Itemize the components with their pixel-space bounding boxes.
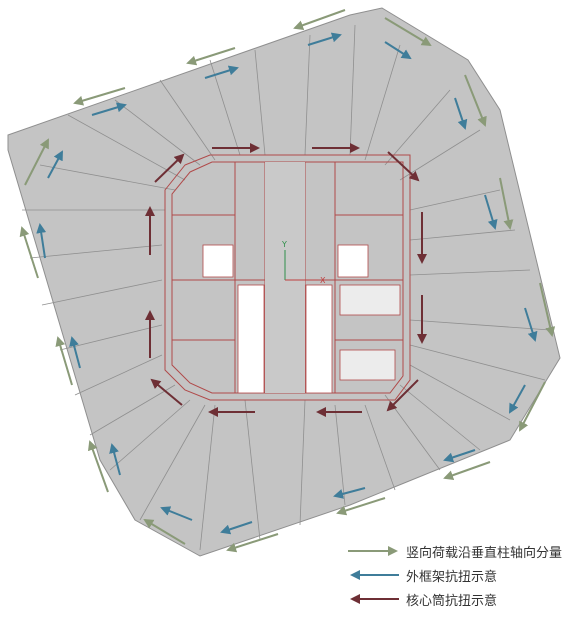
legend-label-frame: 外框架抗扭示意 <box>406 570 498 585</box>
axis-indicator: Y X <box>281 240 326 285</box>
axis-y-label: Y <box>281 240 287 249</box>
legend-item-frame: 外框架抗扭示意 <box>346 564 576 588</box>
core-shafts <box>202 162 401 394</box>
axis-x-label: X <box>320 276 326 285</box>
legend-label-core: 核心筒抗扭示意 <box>406 594 498 609</box>
core-torsion-arrows <box>145 143 427 417</box>
frame-torsion-arrows <box>36 32 538 535</box>
legend-core-arrow-icon <box>350 594 399 604</box>
floor-beams <box>22 24 551 551</box>
legend-item-core: 核心筒抗扭示意 <box>346 588 576 612</box>
legend-label-vertical: 竖向荷载沿垂直柱轴向分量 <box>406 546 563 561</box>
legend-vertical-arrow-icon <box>348 546 398 556</box>
legend-frame-arrow-icon <box>350 570 399 580</box>
vertical-load-arrows <box>19 9 556 553</box>
legend-item-vertical: 竖向荷载沿垂直柱轴向分量 <box>346 540 576 564</box>
legend: 竖向荷载沿垂直柱轴向分量 外框架抗扭示意 核心筒抗扭示意 <box>346 540 576 612</box>
